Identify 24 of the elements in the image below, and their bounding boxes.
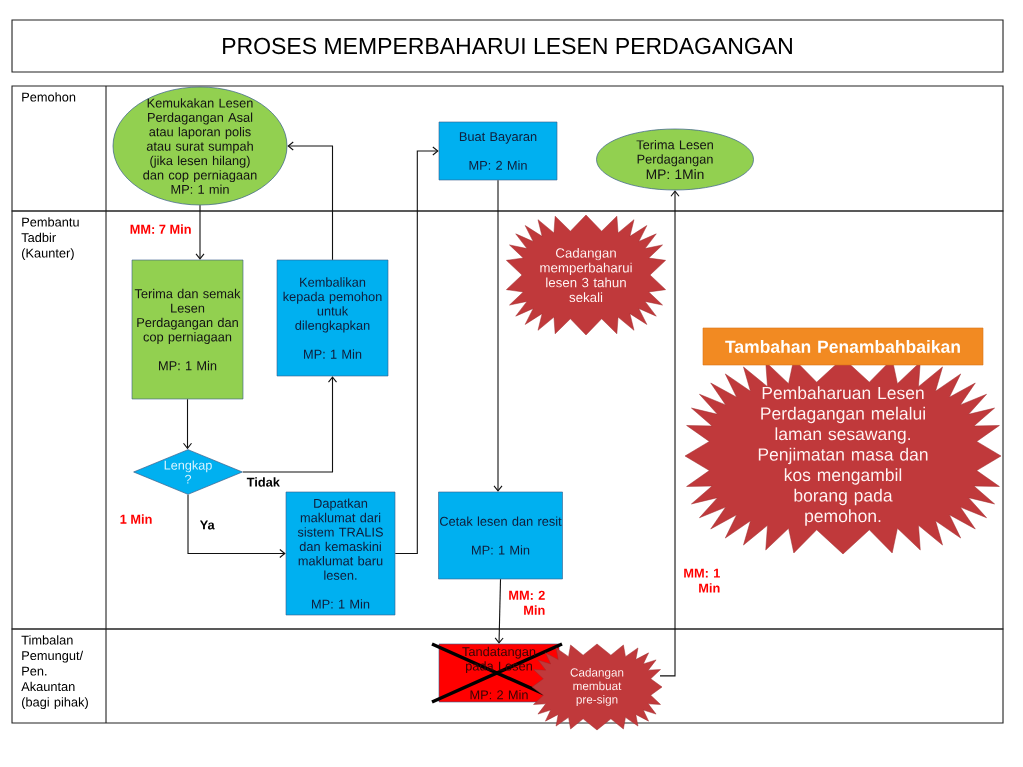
arrow (494, 578, 504, 644)
starburst-callout: Cadangan memperbaharui lesen 3 tahun sekali (506, 214, 666, 336)
arrow (187, 494, 286, 559)
banner: Tambahan Penambahbaikan (702, 327, 984, 366)
arrow (182, 398, 193, 450)
arrow (659, 190, 680, 677)
duration-label: 1 Min (120, 514, 152, 524)
process-box: Terima dan semak Lesen Perdagangan dan cop perniagaan MP: 1 Min (131, 259, 244, 400)
arrow (195, 204, 205, 260)
arrow (287, 141, 334, 261)
edge-label: MM: 2 Min (509, 590, 545, 615)
arrow (394, 146, 439, 555)
arrow (493, 179, 503, 492)
arrow (242, 376, 338, 473)
edge-label: MM: 7 Min (130, 224, 191, 234)
process-box: Buat Bayaran MP: 2 Min (438, 121, 558, 181)
title-box: PROSES MEMPERBAHARUI LESEN PERDAGANGAN (11, 19, 1004, 73)
edge-label: Ya (199, 520, 215, 530)
process-box: Cetak lesen dan resit MP: 1 Min (438, 491, 563, 580)
process-box: Kembalikan kepada pemohon untuk dilengkapkan MP: 1 Min (276, 259, 389, 377)
edge-label: Tidak (246, 477, 280, 487)
edge-label: MM: 1 Min (684, 568, 720, 593)
starburst-callout: Pembaharuan Lesen Perdagangan melalui laman sesawang. Penjimatan masa dan kos mengambil borang pada pemohon. (684, 357, 1002, 555)
process-box: Dapatkan maklumat dari sistem TRALIS dan kemaskini maklumat baru lesen. MP: 1 Min (285, 491, 396, 616)
